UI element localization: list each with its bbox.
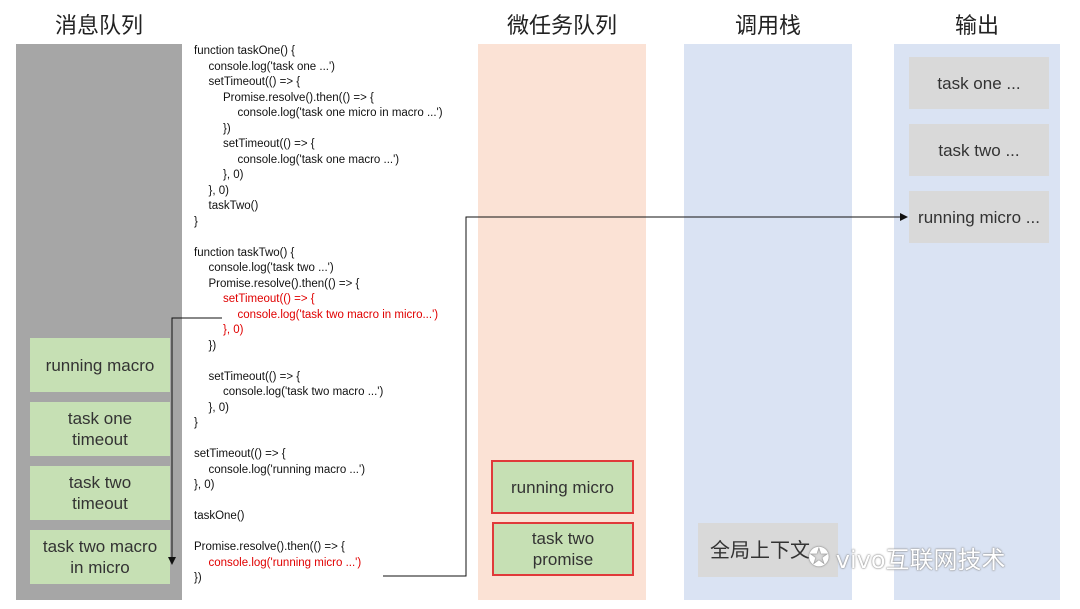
header-micro-queue: 微任务队列 [506,14,617,39]
message-queue-item-label: task two timeout [68,473,132,513]
code-line: }, 0) [223,324,244,336]
code-line: taskTwo() [208,200,259,212]
code-line: function taskTwo() { [194,246,295,259]
micro-queue-column [478,44,646,600]
code-line: console.log('running micro ...') [208,556,362,569]
message-queue-item: task two timeout [30,466,170,520]
micro-queue-item-label: task two promise [531,529,595,569]
code-line: function taskOne() { [194,45,295,57]
watermark: ✪ vivo互联网技术 [808,540,1006,575]
header-call-stack: 调用栈 [734,14,801,39]
code-line: }, 0) [208,401,229,414]
code-line: Promise.resolve().then(() => { [194,541,345,553]
code-line: console.log('task one micro in macro ...… [237,107,443,119]
code-line: }, 0) [208,184,229,197]
code-line: setTimeout(() => { [223,293,315,305]
watermark-text: vivo互联网技术 [835,546,1006,574]
code-line: console.log('task one macro ...') [237,153,400,166]
output-item: running micro ... [909,191,1049,243]
output-item: task one ... [909,57,1049,109]
micro-queue-item: running micro [491,460,634,514]
code-line: } [194,417,198,429]
code-line: setTimeout(() => { [208,370,301,383]
code-line: }) [194,572,202,584]
code-line: }) [208,339,217,352]
code-line: console.log('task two macro in micro...'… [237,308,439,321]
code-line: taskOne() [194,510,245,522]
code-line: Promise.resolve().then(() => { [208,277,360,290]
code-line: } [194,215,198,228]
message-queue-item-label: task one timeout [67,409,133,449]
header-output: 输出 [954,14,999,39]
code-line: }, 0) [194,479,215,491]
wechat-icon: ✪ [808,542,830,573]
output-item: task two ... [909,124,1049,176]
code-line: setTimeout(() => { [208,76,301,88]
code-line: setTimeout(() => { [194,448,286,460]
message-queue-item: task two macro in micro [30,530,170,584]
micro-queue-item: task two promise [492,522,634,576]
code-line: console.log('task two ...') [208,262,334,274]
code-line: }, 0) [223,169,244,181]
message-queue-item-label: task two macro in micro [42,537,158,577]
code-line: console.log('task one ...') [208,60,335,73]
code-line: console.log('task two macro ...') [223,386,384,398]
message-queue-item: running macro [30,338,170,392]
code-line: Promise.resolve().then(() => { [223,91,374,104]
code-line: setTimeout(() => { [223,138,315,150]
call-stack-column [684,44,852,600]
message-queue-item: task one timeout [30,402,170,456]
header-message-queue: 消息队列 [54,14,143,39]
code-line: console.log('running macro ...') [208,463,366,476]
code-line: }) [223,122,231,135]
